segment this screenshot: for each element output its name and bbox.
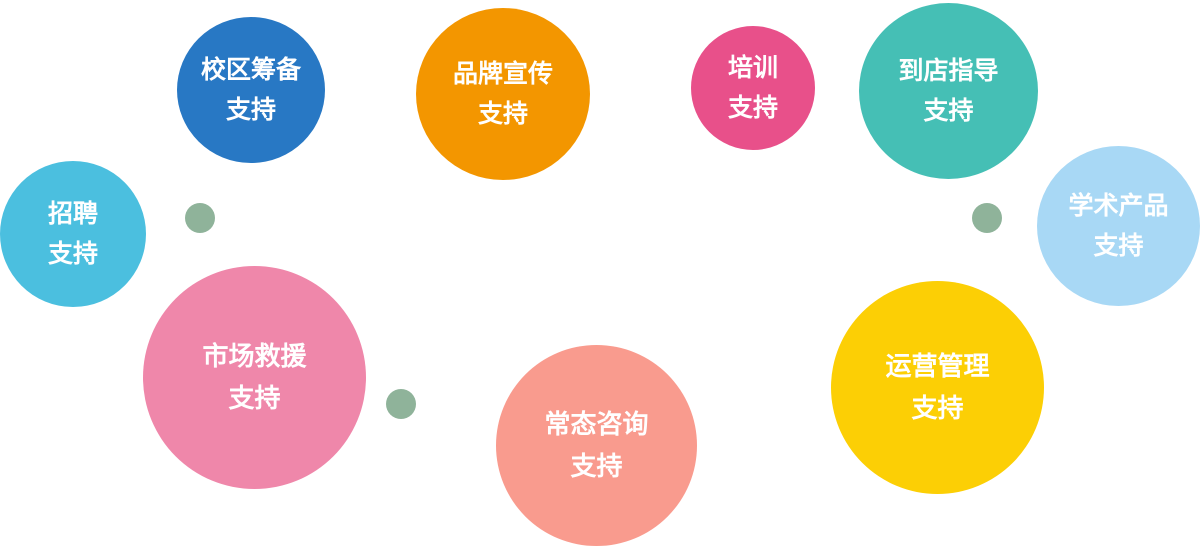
bubble-subtitle: 支持 [477,99,528,128]
bubble-title: 校区筹备 [200,55,301,84]
bubble-title: 运营管理 [885,351,990,382]
bubble-subtitle: 支持 [911,393,964,424]
bubble-title: 培训 [727,53,778,82]
bubble-subtitle: 支持 [570,451,623,482]
decorative-dot [386,389,416,419]
bubble-subtitle: 支持 [1093,231,1144,260]
bubble-title: 招聘 [47,199,98,228]
decorative-dot [972,203,1002,233]
bubble-subtitle: 支持 [727,93,778,122]
regular-consulting-support-bubble[interactable]: 常态咨询 支持 [496,345,697,546]
on-site-guidance-support-bubble[interactable]: 到店指导 支持 [859,3,1038,179]
bubble-title: 学术产品 [1068,191,1169,220]
recruitment-support-bubble[interactable]: 招聘 支持 [0,161,146,307]
academic-product-support-bubble[interactable]: 学术产品 支持 [1037,146,1200,306]
brand-promotion-support-bubble[interactable]: 品牌宣传 支持 [416,8,590,180]
campus-preparation-support-bubble[interactable]: 校区筹备 支持 [177,17,325,163]
market-rescue-support-bubble[interactable]: 市场救援 支持 [143,266,366,489]
bubble-subtitle: 支持 [228,383,281,414]
operations-management-support-bubble[interactable]: 运营管理 支持 [831,281,1044,494]
bubble-subtitle: 支持 [47,239,98,268]
training-support-bubble[interactable]: 培训 支持 [691,26,815,150]
decorative-dot [185,203,215,233]
bubble-title: 到店指导 [898,56,999,85]
bubble-subtitle: 支持 [225,95,276,124]
bubble-title: 市场救援 [202,341,307,372]
bubble-subtitle: 支持 [923,96,974,125]
bubble-title: 品牌宣传 [452,59,553,88]
bubble-title: 常态咨询 [544,409,649,440]
